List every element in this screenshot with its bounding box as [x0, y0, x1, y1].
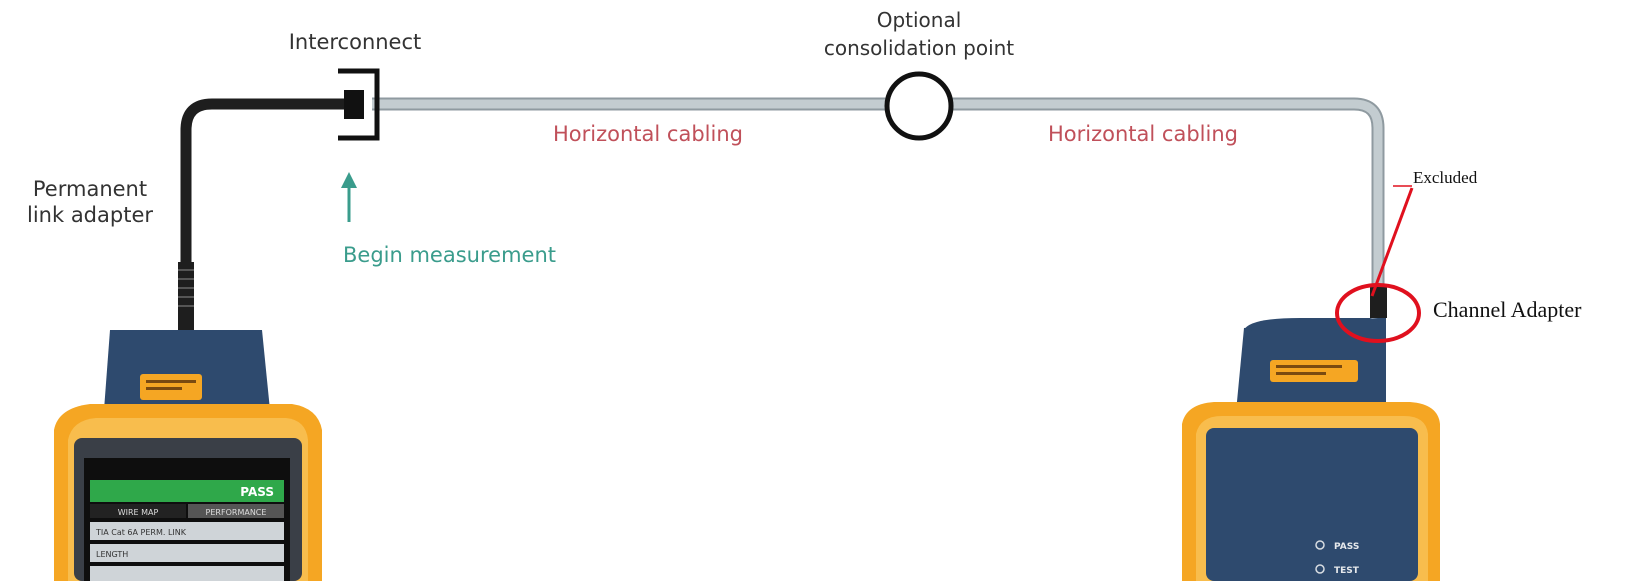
channel-adapter-circle-icon	[1335, 283, 1421, 343]
left-screen-pass: PASS	[240, 485, 274, 499]
patch-cord-left	[178, 98, 352, 330]
left-screen-row-2: LENGTH	[96, 550, 128, 559]
left-screen-row-1: TIA Cat 6A PERM. LINK	[95, 528, 187, 537]
excluded-label: Excluded	[1413, 168, 1478, 187]
left-screen-tab-2: PERFORMANCE	[206, 508, 267, 517]
right-indicator-pass: PASS	[1334, 542, 1359, 552]
horizontal-cable	[372, 97, 1385, 292]
left-screen-tab-1: WIRE MAP	[118, 508, 159, 517]
begin-measurement-label: Begin measurement	[343, 243, 556, 267]
link-adapter-label: link adapter	[27, 203, 153, 227]
test-indicator-icon	[1315, 564, 1325, 574]
consolidation-point-icon	[884, 71, 954, 141]
begin-measurement-arrow	[341, 172, 357, 222]
right-tester: PASS TEST	[1182, 284, 1440, 581]
right-indicator-test: TEST	[1334, 566, 1360, 576]
horizontal-cabling-right-label: Horizontal cabling	[1048, 122, 1238, 146]
permanent-label: Permanent	[33, 177, 147, 201]
optional-label: Optional	[877, 8, 962, 32]
horizontal-cabling-left-label: Horizontal cabling	[553, 122, 743, 146]
channel-adapter-label: Channel Adapter	[1433, 297, 1582, 322]
interconnect-label: Interconnect	[289, 30, 422, 54]
interconnect-symbol	[338, 68, 380, 141]
consolidation-point-label: consolidation point	[824, 36, 1014, 60]
excluded-highlight	[1335, 185, 1421, 343]
pass-indicator-icon	[1315, 540, 1325, 550]
left-tester: PASS WIRE MAP PERFORMANCE TIA Cat 6A PER…	[54, 330, 322, 581]
